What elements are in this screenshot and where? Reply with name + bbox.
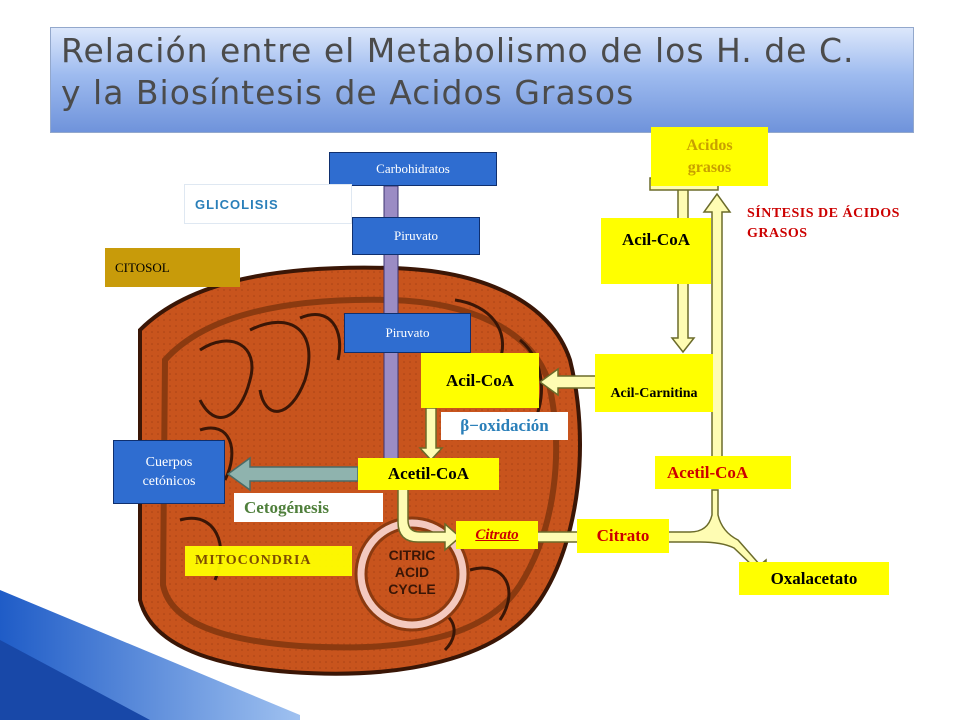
acetil-coa-cytosol-box: Acetil-CoA — [655, 456, 791, 489]
acil-carnitina-label: Acil-Carnitina — [610, 386, 698, 401]
cetogenesis-label: Cetogénesis — [244, 497, 329, 517]
cycle-label-1: CITRIC — [389, 547, 436, 563]
citosol-box: CITOSOL — [105, 248, 240, 287]
acil-coa-cytosol-label: Acil-CoA — [622, 230, 690, 249]
piruvato-cytosol-label: Piruvato — [393, 228, 439, 243]
cycle-label-3: CYCLE — [388, 581, 435, 597]
acil-coa-mito-box: Acil-CoA — [421, 353, 539, 408]
oxalacetato-box: Oxalacetato — [739, 562, 889, 595]
citrato-cytosol-box: Citrato — [577, 519, 669, 553]
mitochondria-inner-membrane — [159, 296, 560, 651]
glicolisis-label: GLICOLISIS — [195, 196, 279, 212]
acil-carnitina-box: Acil-Carnitina — [595, 354, 713, 412]
citric-acid-cycle-core — [364, 526, 460, 622]
cuerpos-cetonicos-label: Cuerpos cetónicos — [142, 455, 196, 489]
slide-title: Relación entre el Metabolismo de los H. … — [61, 30, 911, 114]
acidos-grasos-label: Acidos grasos — [686, 136, 733, 176]
title-bar: Relación entre el Metabolismo de los H. … — [50, 27, 914, 133]
beta-oxidacion-label: β−oxidación — [460, 416, 549, 435]
citosol-label: CITOSOL — [115, 259, 170, 275]
citrato-mito-box: Citrato — [456, 521, 538, 549]
sintesis-acidos-grasos-label: SÍNTESIS DE ÁCIDOS GRASOS — [747, 204, 917, 244]
acidos-grasos-box: Acidos grasos — [651, 127, 768, 186]
acetil-coa-mito-box: Acetil-CoA — [358, 458, 499, 490]
acetil-coa-mito-label: Acetil-CoA — [387, 464, 470, 483]
acil-coa-mito-label: Acil-CoA — [446, 370, 514, 390]
beta-oxidation-arrow — [418, 407, 444, 462]
mitocondria-label: MITOCONDRIA — [195, 553, 312, 568]
acetil-coa-cytosol-label: Acetil-CoA — [667, 462, 749, 482]
citrato-cytosol-label: Citrato — [596, 526, 650, 545]
carbohidratos-box: Carbohidratos — [329, 152, 497, 186]
carbohidratos-label: Carbohidratos — [376, 161, 450, 176]
glicolisis-box: GLICOLISIS — [184, 184, 352, 224]
citrato-mito-label: Citrato — [475, 526, 519, 543]
cuerpos-cetonicos-box: Cuerpos cetónicos — [113, 440, 225, 504]
cycle-label-2: ACID — [395, 564, 429, 580]
sintesis-text: SÍNTESIS DE ÁCIDOS GRASOS — [747, 206, 900, 241]
title-line-1: Relación entre el Metabolismo de los H. … — [61, 31, 855, 70]
ketogenesis-arrow — [226, 456, 359, 492]
acil-coa-cytosol-box: Acil-CoA — [601, 218, 711, 284]
citrate-split-arrow — [667, 489, 767, 576]
carnitine-to-acyl-arrow — [538, 367, 597, 397]
piruvato-mito-label: Piruvato — [385, 325, 430, 340]
fatty-acid-synthesis-arrow — [702, 192, 732, 461]
beta-oxidacion-box: β−oxidación — [441, 412, 568, 440]
acetyl-to-cycle-arrow — [397, 487, 462, 552]
piruvato-mito-box: Piruvato — [344, 313, 471, 353]
mitocondria-box: MITOCONDRIA — [185, 546, 352, 576]
cetogenesis-box: Cetogénesis — [234, 493, 383, 522]
title-line-2: y la Biosíntesis de Acidos Grasos — [61, 73, 635, 112]
oxalacetato-label: Oxalacetato — [770, 568, 858, 588]
piruvato-cytosol-box: Piruvato — [352, 217, 480, 255]
